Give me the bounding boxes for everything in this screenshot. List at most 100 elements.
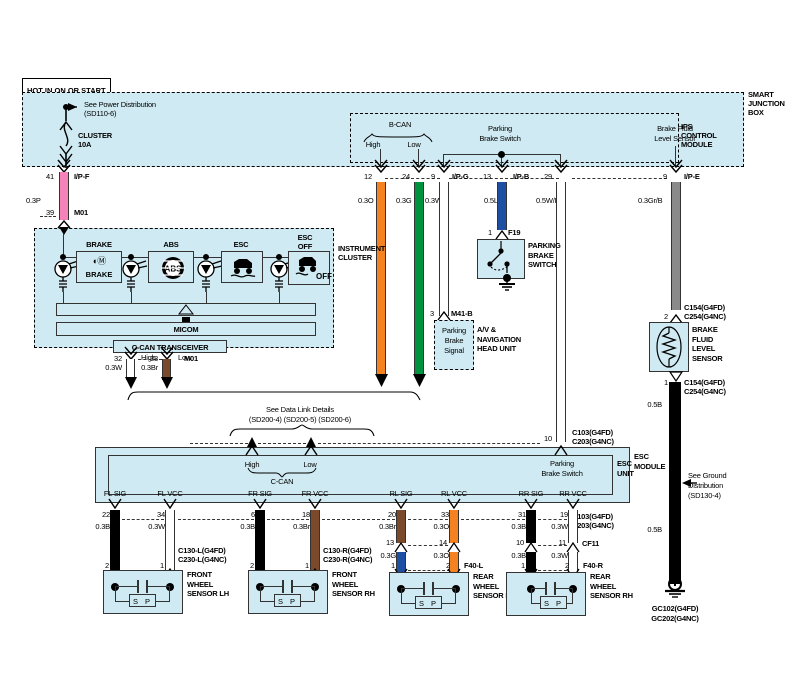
fr-sensor-top-wire-r <box>293 586 315 588</box>
pbs-ground-icon <box>499 281 515 291</box>
rl-sensor-down-r <box>455 588 457 604</box>
fl-sensor-down-r <box>169 586 171 602</box>
lamp-node-3 <box>203 254 209 260</box>
data-link-note: See Data Link Details (SD200-4) (SD200-5… <box>248 405 352 424</box>
esc-lamp-icon <box>197 260 223 292</box>
bcan-label: B-CAN <box>388 120 412 129</box>
cluster-wire-33: 0.3Br <box>141 363 158 372</box>
sjb-pin-12: 12 <box>364 172 372 181</box>
sjb-pin-9g: 9 <box>431 172 435 181</box>
rr-sensor-down-l <box>531 588 533 604</box>
bcan-high-label: High <box>365 140 381 149</box>
sjb-wire-0-3o: 0.3O <box>358 196 374 205</box>
sjb-wire-0-3wb: 0.3W/B <box>425 196 449 205</box>
esc-pin10-connector: C103(G4FD) C203(G4NC) <box>572 428 614 446</box>
rl-sensor-dashline <box>408 570 450 571</box>
lamp-drop-1 <box>63 292 65 307</box>
dl-wire-up-arrow-26 <box>246 437 258 449</box>
esc-pin-18: 18 <box>302 510 310 519</box>
power-dist-note: See Power Distribution (SD110-6) <box>84 100 156 118</box>
esc-ccan-bracket-icon <box>247 467 317 478</box>
rl-sensor-cap-2 <box>432 582 434 595</box>
cluster-out-arrow-32 <box>124 346 138 361</box>
wire-0-3o-bcan-high <box>376 182 386 376</box>
esc-bottom-dashline-4 <box>322 519 395 520</box>
esc-bottom-dashline-2 <box>178 519 254 520</box>
esc-pin-20: 20 <box>388 510 396 519</box>
esc-parking-brake-switch-label: Parking Brake Switch <box>541 459 583 478</box>
svg-text:OFF: OFF <box>316 272 332 281</box>
fr-sensor-down-r <box>314 586 316 602</box>
esc-out-arrow-22 <box>108 498 122 510</box>
rr-sensor-cap-1 <box>545 582 547 595</box>
rl-sig-mid-wire: 0.3G <box>380 551 397 560</box>
rr-sensor-p-label: P <box>556 599 561 608</box>
esc-ccan-label: C-CAN <box>270 477 294 486</box>
wire-0-3p <box>59 172 69 220</box>
micom-label: MICOM <box>173 325 199 334</box>
fl-sensor-cap-2 <box>146 580 148 593</box>
rl-sig-inline-arrow <box>394 541 408 553</box>
sjb-wire-0-3g: 0.3G <box>396 196 412 205</box>
rl-vcc-inline-arrow <box>447 541 461 553</box>
cluster-driver-triangle-icon <box>177 304 195 315</box>
pbs-pin-1: 1 <box>488 228 492 237</box>
rl-sensor-connector: F40-L <box>464 561 484 570</box>
esc-top-dashline-right <box>318 443 540 444</box>
sjb-pin-41: 41 <box>46 172 54 181</box>
esc-sig-rl-sig: RL SIG <box>389 489 413 498</box>
abs-indicator-icon-box: ABS <box>148 251 194 283</box>
rr-sensor-left-pin: 1 <box>521 561 525 570</box>
fr-sensor-bottom-r <box>300 601 315 603</box>
wire-0-5l <box>497 182 507 230</box>
indicator-label-esc: ESC <box>233 240 249 249</box>
esc-off-indicator-icon-box: OFF <box>288 251 332 285</box>
fl-sensor-p-label: P <box>145 597 150 606</box>
lamp-drop-2 <box>131 292 133 307</box>
esc-wire-6: 0.3B <box>240 522 255 531</box>
sjb-conn-ipe: I/P-E <box>684 172 700 181</box>
pbs-switch-icon <box>487 241 510 273</box>
wire-rr-sig-lower <box>526 552 536 572</box>
brake-indicator-icon-box: ◖Ⓜ BRAKE <box>76 251 122 283</box>
sjb-out-arrow-41 <box>57 159 71 174</box>
pbs-tree-right <box>560 154 562 167</box>
bcan-high-lead <box>380 149 382 167</box>
data-link-lower-bracket <box>229 424 375 437</box>
rl-sensor-top-wire-r <box>434 588 456 590</box>
fl-sensor-bottom-r <box>155 601 170 603</box>
wire-fr-sig <box>255 510 265 572</box>
sjb-pin-13: 13 <box>483 172 491 181</box>
esc-out-arrow-20 <box>394 498 408 510</box>
abs-lamp-icon <box>122 260 148 292</box>
ground-dist-note: See Ground Distribution (SD130-4) <box>688 471 727 500</box>
cluster-power-rail-v <box>63 234 65 258</box>
rr-sig-inline-arrow <box>524 541 538 553</box>
sjb-out-arrow-24 <box>412 159 426 174</box>
fl-sensor-s-label: S <box>133 597 138 606</box>
bfls-bottom-connector: C154(G4FD) C254(G4NC) <box>684 378 726 396</box>
bfls-out-wire-label: 0.5B <box>647 400 662 409</box>
rr-sensor-top-wire-r <box>556 588 572 590</box>
sjb-connector-dashline-c <box>572 178 667 179</box>
bfls-out-arrow <box>668 371 684 383</box>
sjb-connector-dashline-a <box>385 178 440 179</box>
rr-sensor-bottom-r <box>562 603 573 605</box>
cluster-out-arrow-33 <box>160 346 174 361</box>
sjb-pin-9e: 9 <box>663 172 667 181</box>
fr-sensor-bottom-l <box>260 601 275 603</box>
rl-sensor-right-pin: 2 <box>446 561 450 570</box>
rl-sensor-sp-box <box>415 596 442 609</box>
cluster-pin-33: 33 <box>150 354 158 363</box>
fr-sensor-p-label: P <box>290 597 295 606</box>
micom-box <box>56 322 316 336</box>
m01-top-label: M01 <box>74 208 88 217</box>
pbs-ground-node <box>503 274 511 282</box>
fl-sensor-cap-1 <box>137 580 139 593</box>
indicator-label-esc-off: ESC OFF <box>297 233 313 251</box>
fl-sensor-top-wire-r <box>148 586 170 588</box>
fr-sensor-cap-1 <box>282 580 284 593</box>
sjb-wire-0-3grb: 0.3Gr/B <box>638 196 663 205</box>
esc-out-connector: C103(G4FD) C203(G4NC) <box>572 512 614 530</box>
esc-unit-box <box>108 455 613 495</box>
